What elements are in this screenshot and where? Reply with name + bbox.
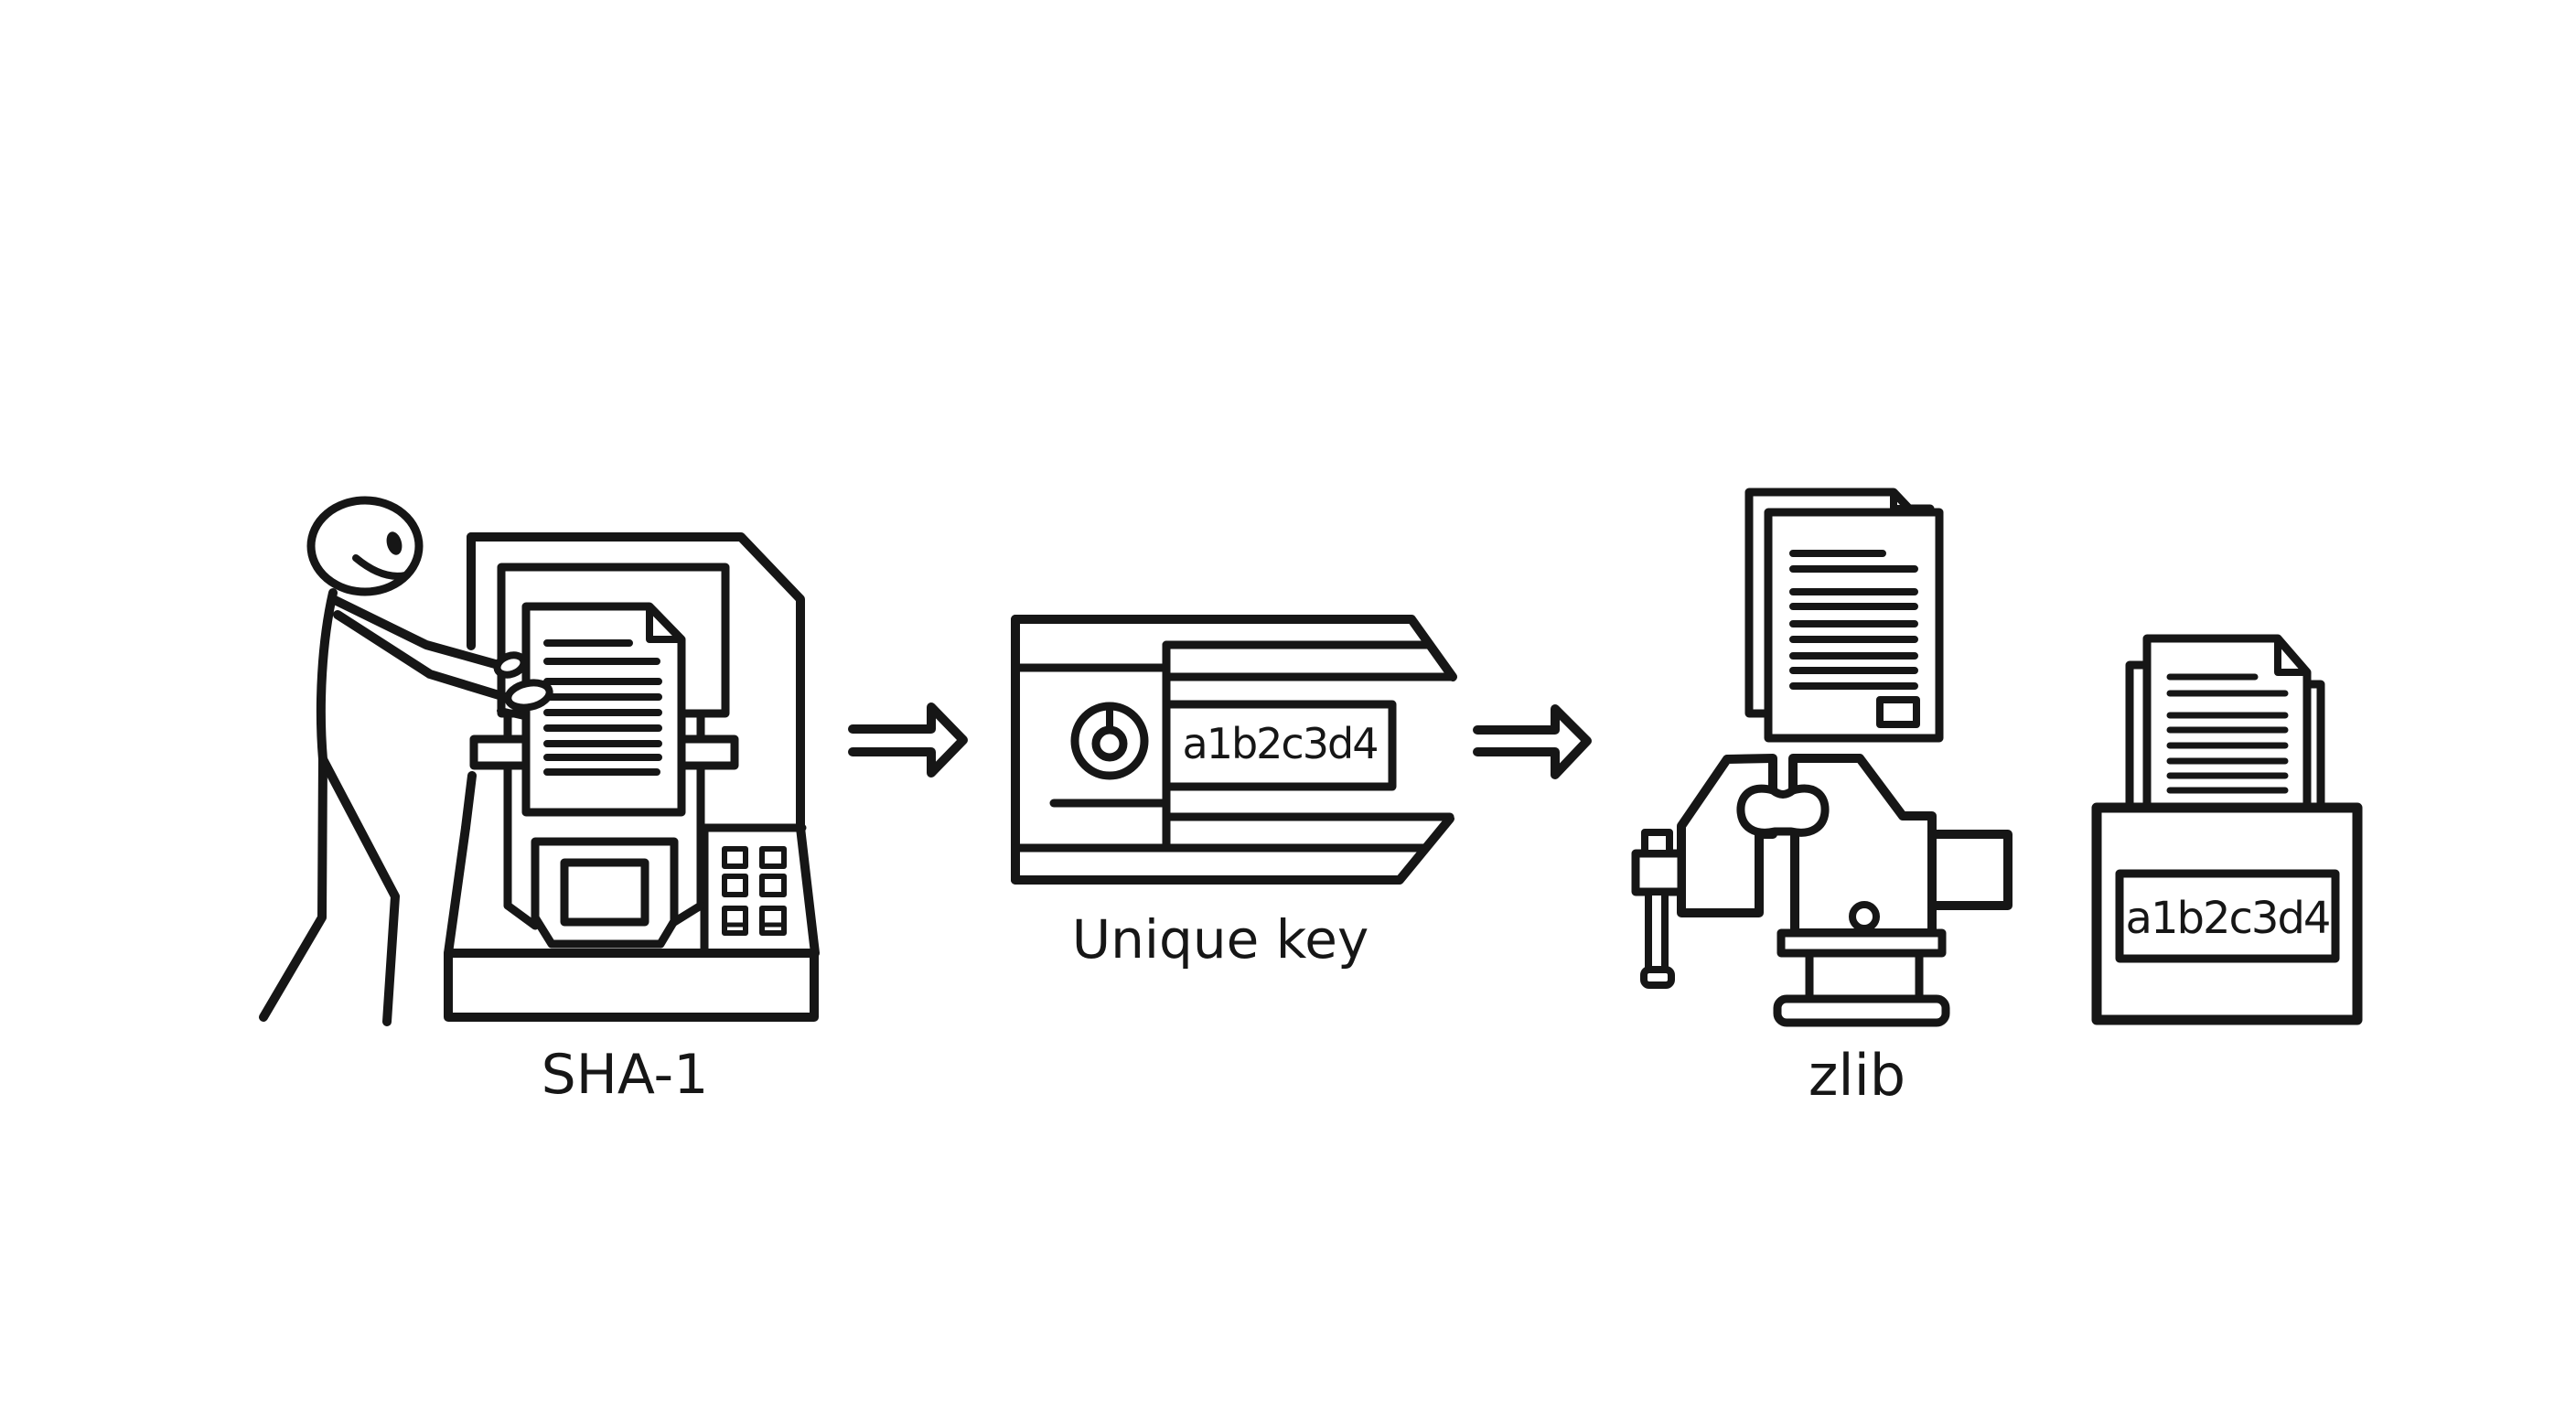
keypad-buttons [722,846,787,936]
hash-label-plate [2115,869,2340,963]
hand-icon [493,651,528,679]
key-hash-value: a1b2c3d4 [1183,719,1378,768]
caption-zlib: zlib [1809,1042,1905,1109]
caption-sha1: SHA-1 [542,1043,709,1107]
key-icon: a1b2c3d4 [1011,615,1457,885]
box-hash-value: a1b2c3d4 [2126,893,2330,944]
eye-icon [386,531,402,555]
caption-unique-key: Unique key [1072,908,1369,971]
hash-value-plate [1162,700,1397,791]
storage-box-icon: a1b2c3d4 [2091,634,2363,1025]
double-arrow-icon [848,702,968,778]
stick-figure-icon [259,496,553,1026]
vise-handle [1631,829,1686,989]
double-arrow-icon [1473,704,1592,779]
vise-screw-boss [1736,784,1830,837]
keyhole-icon [1070,702,1149,780]
documents-stack-icon [1744,488,1944,743]
stamp-box [1876,696,1920,728]
hand-icon [504,679,553,712]
vise-icon [1631,754,2012,1027]
vise-foot [1773,994,1950,1027]
document-icon [521,602,686,817]
vise-slide-bar [1927,830,2012,910]
